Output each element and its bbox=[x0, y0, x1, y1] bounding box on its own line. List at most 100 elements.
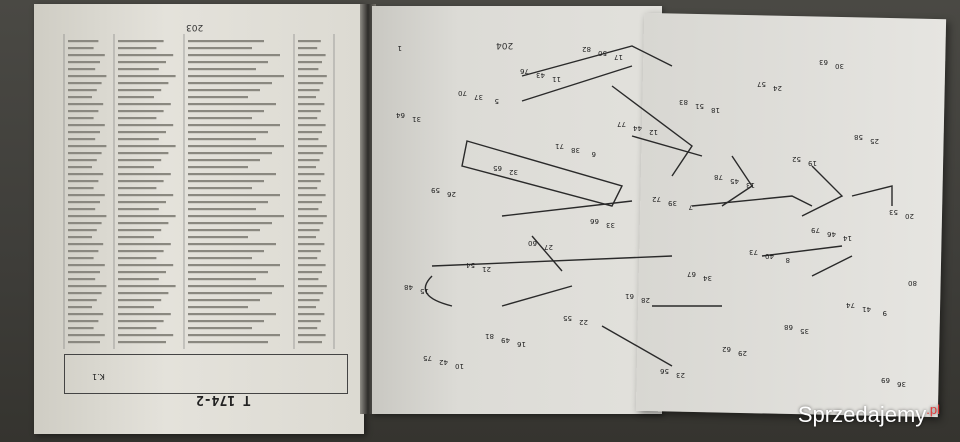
table-row-text bbox=[118, 138, 159, 141]
table-row-text bbox=[118, 334, 174, 337]
table-row-text bbox=[68, 264, 105, 267]
callout-number: 82 bbox=[582, 45, 591, 53]
table-row-text bbox=[118, 75, 176, 78]
callout-number: 54 bbox=[466, 261, 475, 269]
callout-number: 19 bbox=[808, 159, 817, 167]
table-row-text bbox=[118, 173, 171, 176]
table-row-text bbox=[188, 82, 272, 85]
table-row-text bbox=[68, 313, 104, 316]
table-row-text bbox=[68, 257, 94, 260]
callout-number: 35 bbox=[800, 327, 809, 335]
table-row-text bbox=[298, 201, 322, 204]
table-row-text bbox=[68, 152, 102, 155]
table-row-text bbox=[68, 278, 96, 281]
table-row-text bbox=[298, 236, 316, 239]
table-row-text bbox=[188, 61, 268, 64]
table-row-text bbox=[118, 341, 166, 344]
table-row-text bbox=[118, 187, 157, 190]
table-row-text bbox=[118, 306, 154, 309]
diagram-parts bbox=[424, 45, 893, 367]
table-row-text bbox=[298, 306, 316, 309]
table-row-text bbox=[298, 278, 319, 281]
table-row-text bbox=[68, 341, 100, 344]
table-row-text bbox=[298, 222, 324, 225]
table-row-text bbox=[118, 208, 159, 211]
table-row-text bbox=[298, 145, 327, 148]
callout-number: 43 bbox=[536, 71, 545, 79]
callout-number: 38 bbox=[571, 146, 580, 154]
callout-number: 55 bbox=[563, 314, 572, 322]
table-row-text bbox=[188, 110, 264, 113]
callout-number: 81 bbox=[485, 332, 494, 340]
callout-number: 22 bbox=[579, 318, 588, 326]
table-row-text bbox=[188, 278, 256, 281]
document-code: T 174-2 bbox=[196, 392, 251, 407]
table-row-text bbox=[118, 145, 176, 148]
callout-number: 20 bbox=[905, 212, 914, 220]
callout-number: 73 bbox=[749, 248, 758, 256]
table-row-text bbox=[68, 110, 99, 113]
table-row-text bbox=[298, 166, 316, 169]
table-row-text bbox=[118, 103, 171, 106]
table-row-text bbox=[188, 68, 256, 71]
table-row-text bbox=[298, 96, 316, 99]
callout-number: 56 bbox=[660, 367, 669, 375]
table-row-text bbox=[188, 187, 252, 190]
table-row-text bbox=[188, 313, 276, 316]
callout-number: 76 bbox=[520, 67, 529, 75]
table-row-text bbox=[68, 75, 107, 78]
callout-number: 66 bbox=[590, 217, 599, 225]
callout-number: 1 bbox=[398, 44, 402, 52]
table-row-text bbox=[68, 320, 99, 323]
table-row-text bbox=[68, 54, 105, 57]
callout-labels: 1567891011121314151617181920212223242526… bbox=[396, 44, 917, 388]
callout-number: 17 bbox=[614, 53, 623, 61]
table-row-text bbox=[118, 278, 159, 281]
table-row-text bbox=[188, 138, 256, 141]
table-row-text bbox=[118, 47, 157, 50]
table-row-text bbox=[188, 341, 268, 344]
table-row-text bbox=[118, 180, 164, 183]
table-row-text bbox=[298, 229, 320, 232]
callout-number: 13 bbox=[746, 181, 755, 189]
table-row-text bbox=[298, 152, 324, 155]
table-row-text bbox=[118, 110, 164, 113]
table-row-text bbox=[298, 271, 322, 274]
table-row-text bbox=[118, 201, 166, 204]
table-row-text bbox=[298, 138, 319, 141]
table-row-text bbox=[188, 131, 268, 134]
table-row-text bbox=[68, 334, 105, 337]
table-row-text bbox=[68, 215, 107, 218]
table-row-text bbox=[188, 306, 248, 309]
table-row-text bbox=[188, 89, 260, 92]
table-row-text bbox=[188, 117, 252, 120]
table-row-text bbox=[188, 243, 276, 246]
table-row-text bbox=[68, 208, 96, 211]
table-row-text bbox=[68, 229, 97, 232]
table-row-text bbox=[188, 75, 284, 78]
callout-number: 65 bbox=[493, 164, 502, 172]
callout-number: 80 bbox=[908, 279, 917, 287]
callout-number: 83 bbox=[679, 98, 688, 106]
table-row-text bbox=[188, 180, 264, 183]
callout-number: 29 bbox=[738, 349, 747, 357]
callout-number: 31 bbox=[412, 115, 421, 123]
callout-number: 27 bbox=[544, 243, 553, 251]
table-row-text bbox=[68, 103, 104, 106]
table-row-text bbox=[188, 194, 280, 197]
table-row-text bbox=[298, 61, 322, 64]
table-row-text bbox=[298, 103, 325, 106]
table-row-text bbox=[188, 124, 280, 127]
table-row-text bbox=[188, 327, 252, 330]
callout-number: 24 bbox=[773, 84, 782, 92]
table-row-text bbox=[298, 187, 318, 190]
table-row-text bbox=[298, 257, 318, 260]
table-row-text bbox=[118, 40, 164, 43]
callout-number: 60 bbox=[528, 239, 537, 247]
table-row-text bbox=[188, 264, 280, 267]
table-row-text bbox=[298, 47, 318, 50]
table-row-text bbox=[68, 47, 94, 50]
table-row-text bbox=[118, 320, 164, 323]
table-row-text bbox=[298, 299, 320, 302]
diagram-page bbox=[372, 6, 662, 414]
